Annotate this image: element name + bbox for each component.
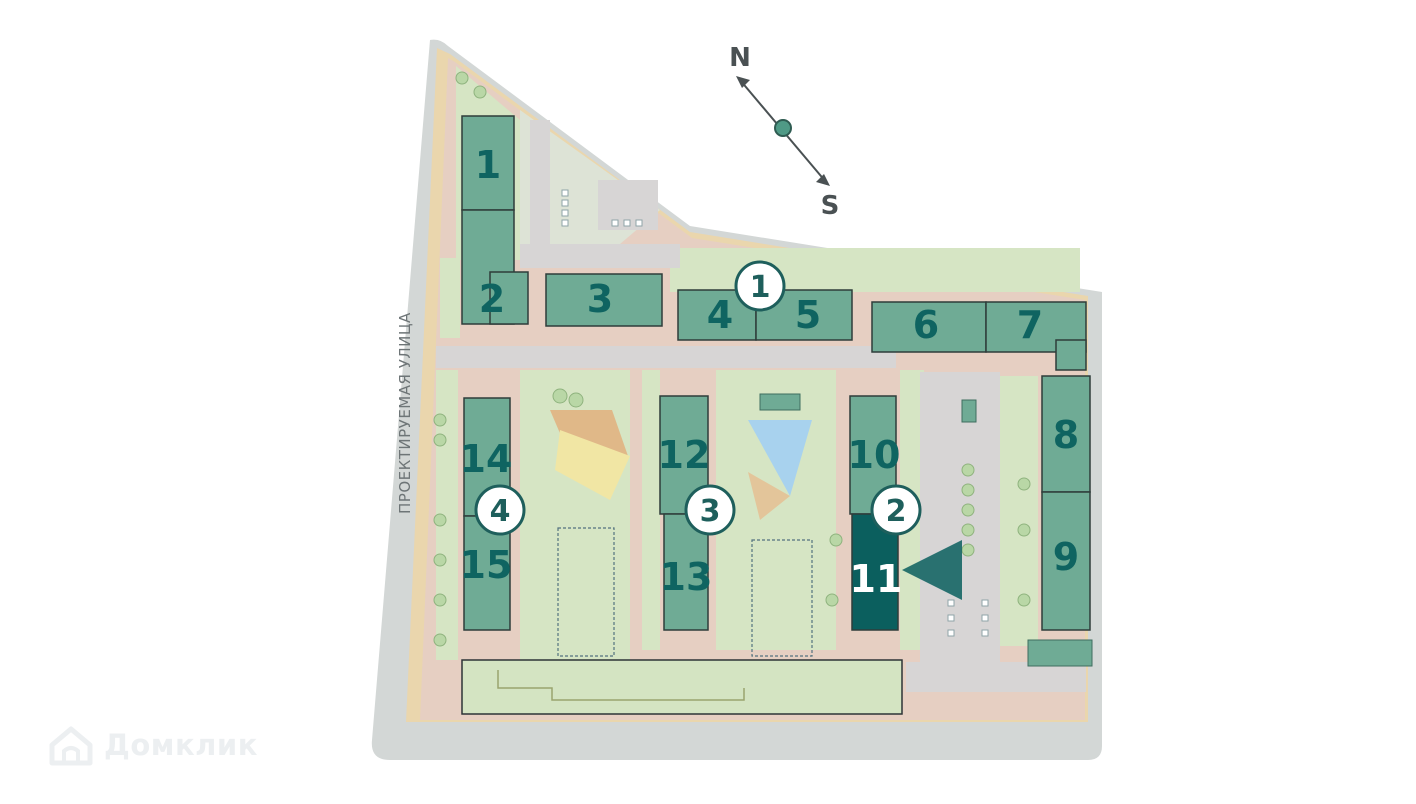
- section-1-building[interactable]: [461, 115, 515, 211]
- section-label: 10: [848, 433, 901, 477]
- north-arrow-icon: [736, 76, 750, 88]
- section-7-building[interactable]: [985, 301, 1087, 353]
- watermark: Домклик: [46, 723, 258, 767]
- section-label-selected: 11: [850, 557, 903, 601]
- bottom-building: [461, 659, 903, 715]
- queue-badges: 1 2 3 4: [474, 260, 922, 536]
- playground-areas: [550, 410, 812, 520]
- parking-stalls: [561, 189, 989, 637]
- section-label: 8: [1053, 413, 1079, 457]
- section-label: 15: [460, 543, 513, 587]
- utility-block: [759, 393, 801, 411]
- queue-badge-1[interactable]: 1: [734, 260, 786, 312]
- trees: [433, 71, 1031, 647]
- queue-badge-label: 1: [750, 270, 771, 305]
- section-label: 14: [460, 437, 513, 481]
- street-name-label: ПРОЕКТИРУЕМАЯ УЛИЦА: [396, 312, 414, 514]
- view-direction-cone: [902, 540, 962, 600]
- section-9-building[interactable]: [1041, 491, 1091, 631]
- section-label: 4: [707, 293, 733, 337]
- section-label: 12: [658, 433, 711, 477]
- section-3-building[interactable]: [545, 273, 663, 327]
- section-labels: 1 2 3 4 5 6 7 8 9 10 11 12 13 14 15: [460, 143, 1080, 601]
- section-label: 3: [587, 277, 613, 321]
- section-2-building[interactable]: [489, 271, 529, 325]
- queue-badge-label: 2: [886, 494, 907, 529]
- utility-block: [1027, 639, 1093, 667]
- section-label: 7: [1017, 303, 1043, 347]
- queue-badge-3[interactable]: 3: [684, 484, 736, 536]
- queue-badge-2[interactable]: 2: [870, 484, 922, 536]
- utility-block: [961, 399, 977, 423]
- compass-north-label: N: [729, 43, 751, 73]
- inner-roads: [436, 120, 1086, 692]
- queue-badge-label: 4: [490, 494, 511, 529]
- pond: [748, 420, 812, 496]
- section-label: 9: [1053, 535, 1079, 579]
- section-label: 2: [479, 277, 505, 321]
- buildings: [461, 115, 1091, 631]
- compass-south-label: S: [821, 191, 840, 221]
- section-7-building[interactable]: [1055, 339, 1087, 371]
- watermark-text: Домклик: [104, 728, 258, 762]
- section-8-building[interactable]: [1041, 375, 1091, 493]
- parking-outlines: [557, 527, 813, 657]
- south-arrow-icon: [816, 174, 830, 186]
- queue-badge-4[interactable]: 4: [474, 484, 526, 536]
- section-label: 13: [660, 555, 713, 599]
- section-label: 6: [913, 303, 939, 347]
- section-label: 1: [475, 143, 501, 187]
- queue-badge-label: 3: [700, 494, 721, 529]
- house-logo-icon: [49, 726, 93, 766]
- compass: N S: [729, 43, 839, 221]
- section-label: 5: [795, 293, 821, 337]
